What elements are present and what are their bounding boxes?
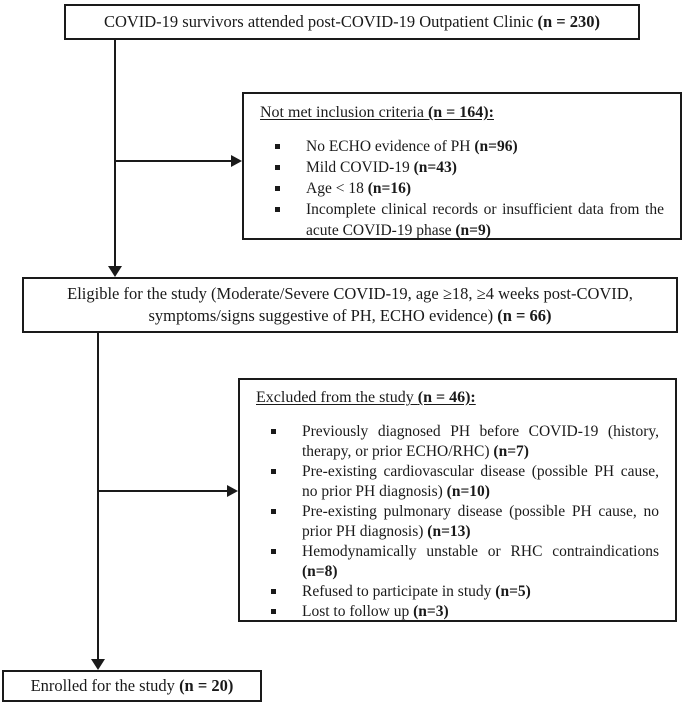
item-count: (n=9) xyxy=(455,222,491,239)
item-text: Refused to participate in study xyxy=(302,583,496,600)
item-count: (n=43) xyxy=(413,159,457,176)
arrowhead-right-exclusion2-icon xyxy=(227,485,238,497)
item-text: Incomplete clinical records or insuffici… xyxy=(306,201,664,239)
bullet-square-icon xyxy=(271,609,276,614)
top-box-count: (n = 230) xyxy=(537,12,601,31)
bullet-square-icon xyxy=(271,469,276,474)
enrolled-box: Enrolled for the study (n = 20) xyxy=(2,670,262,702)
list-item: Lost to follow up (n=3) xyxy=(256,602,661,622)
item-count: (n=16) xyxy=(367,180,411,197)
item-text: Mild COVID-19 xyxy=(306,159,414,176)
eligible-count: (n = 66) xyxy=(497,306,552,325)
top-box-text: COVID-19 survivors attended post-COVID-1… xyxy=(104,12,600,32)
arrowhead-down-eligible-icon xyxy=(108,266,122,277)
item-text: Age < 18 xyxy=(306,180,368,197)
item-count: (n=96) xyxy=(474,138,518,155)
item-count: (n=8) xyxy=(302,563,338,580)
exclusion1-header-label: Not met inclusion criteria xyxy=(260,104,428,121)
list-item: Pre-existing cardiovascular disease (pos… xyxy=(256,462,661,502)
exclusion1-header: Not met inclusion criteria (n = 164): xyxy=(260,102,494,123)
exclusion-box-not-met-criteria: Not met inclusion criteria (n = 164): No… xyxy=(242,92,682,240)
arrowhead-down-enrolled-icon xyxy=(91,659,105,670)
bullet-square-icon xyxy=(271,549,276,554)
list-item: Previously diagnosed PH before COVID-19 … xyxy=(256,422,661,462)
bullet-square-icon xyxy=(275,165,280,170)
connector-eligible-to-enrolled xyxy=(97,333,99,660)
bullet-square-icon xyxy=(275,144,280,149)
connector-branch-exclusion1 xyxy=(115,160,232,162)
exclusion1-header-count: (n = 164): xyxy=(427,104,494,121)
item-count: (n=5) xyxy=(495,583,531,600)
eligible-box-text: Eligible for the study (Moderate/Severe … xyxy=(67,283,633,327)
enrolled-count: (n = 20) xyxy=(179,676,234,695)
item-text: No ECHO evidence of PH xyxy=(306,138,475,155)
item-count: (n=13) xyxy=(427,523,471,540)
item-text: Lost to follow up xyxy=(302,603,414,620)
enrolled-label: Enrolled for the study xyxy=(30,676,180,695)
exclusion1-list: No ECHO evidence of PH (n=96) Mild COVID… xyxy=(260,136,666,241)
list-item: Hemodynamically unstable or RHC contrain… xyxy=(256,542,661,582)
list-item: Refused to participate in study (n=5) xyxy=(256,582,661,602)
list-item: Pre-existing pulmonary disease (possible… xyxy=(256,502,661,542)
top-box-label: COVID-19 survivors attended post-COVID-1… xyxy=(103,12,538,31)
item-count: (n=7) xyxy=(493,443,529,460)
eligible-line2: symptoms/signs suggestive of PH, ECHO ev… xyxy=(148,306,498,325)
top-box: COVID-19 survivors attended post-COVID-1… xyxy=(64,4,640,40)
item-text: Hemodynamically unstable or RHC contrain… xyxy=(302,543,659,560)
bullet-square-icon xyxy=(271,589,276,594)
item-count: (n=3) xyxy=(413,603,449,620)
bullet-square-icon xyxy=(275,186,280,191)
eligible-line1: Eligible for the study (Moderate/Severe … xyxy=(67,284,633,303)
item-text: Pre-existing pulmonary disease (possible… xyxy=(302,503,659,540)
connector-branch-exclusion2 xyxy=(98,490,228,492)
list-item: No ECHO evidence of PH (n=96) xyxy=(260,136,666,157)
exclusion2-header-count: (n = 46): xyxy=(417,389,476,406)
bullet-square-icon xyxy=(271,429,276,434)
item-text: Previously diagnosed PH before COVID-19 … xyxy=(302,423,659,460)
eligible-box: Eligible for the study (Moderate/Severe … xyxy=(22,277,678,333)
exclusion2-header: Excluded from the study (n = 46): xyxy=(256,388,476,408)
item-count: (n=10) xyxy=(446,483,490,500)
exclusion2-list: Previously diagnosed PH before COVID-19 … xyxy=(256,422,661,622)
list-item: Incomplete clinical records or insuffici… xyxy=(260,199,666,241)
enrolled-box-text: Enrolled for the study (n = 20) xyxy=(31,676,234,696)
list-item: Age < 18 (n=16) xyxy=(260,178,666,199)
item-text: Pre-existing cardiovascular disease (pos… xyxy=(302,463,659,500)
arrowhead-right-exclusion1-icon xyxy=(231,155,242,167)
connector-top-to-eligible xyxy=(114,40,116,267)
bullet-square-icon xyxy=(271,509,276,514)
exclusion-box-excluded: Excluded from the study (n = 46): Previo… xyxy=(238,378,677,622)
bullet-square-icon xyxy=(275,207,280,212)
exclusion2-header-label: Excluded from the study xyxy=(256,389,418,406)
list-item: Mild COVID-19 (n=43) xyxy=(260,157,666,178)
